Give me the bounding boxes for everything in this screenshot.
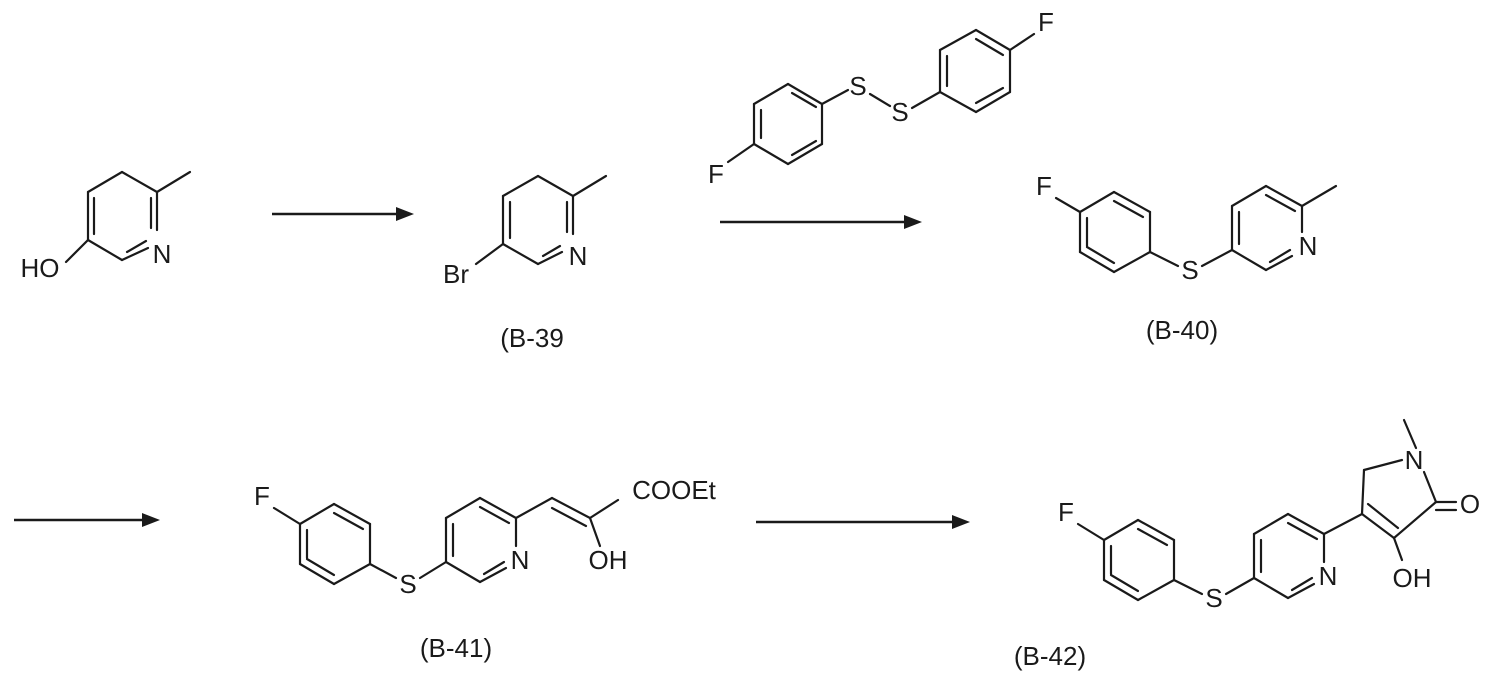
reaction-arrow-4: [756, 515, 970, 529]
atom-F: F: [1036, 171, 1052, 201]
reagent-disulfide: F S S F: [708, 7, 1054, 189]
atom-OH: OH: [1393, 563, 1432, 593]
atom-HO: HO: [21, 253, 60, 283]
label-b41: (B-41): [420, 633, 492, 663]
atom-COOEt: COOEt: [632, 475, 717, 505]
atom-N: N: [1319, 561, 1338, 591]
atom-S: S: [399, 569, 416, 599]
starting-material-hydroxypyridine: N HO: [21, 172, 191, 283]
atom-S: S: [1181, 255, 1198, 285]
atom-S: S: [891, 97, 908, 127]
reaction-arrow-3: [14, 513, 160, 527]
atom-F: F: [254, 481, 270, 511]
atom-S: S: [849, 71, 866, 101]
compound-b41: F S N COOEt OH: [254, 475, 717, 599]
atom-OH: OH: [589, 545, 628, 575]
atom-F: F: [708, 159, 724, 189]
compound-b42: F S N N: [1058, 420, 1480, 613]
atom-N: N: [1405, 445, 1424, 475]
atom-F: F: [1038, 7, 1054, 37]
atom-N: N: [153, 239, 172, 269]
compound-b39: N Br: [443, 176, 606, 289]
reaction-arrow-1: [272, 207, 414, 221]
label-b40: (B-40): [1146, 315, 1218, 345]
atom-S: S: [1205, 583, 1222, 613]
reaction-arrow-2: [720, 215, 922, 229]
label-b42: (B-42): [1014, 641, 1086, 671]
atom-N: N: [511, 545, 530, 575]
atom-N: N: [1299, 231, 1318, 261]
atom-N: N: [569, 241, 588, 271]
atom-F: F: [1058, 497, 1074, 527]
atom-Br: Br: [443, 259, 469, 289]
label-b39: (B-39: [500, 323, 564, 353]
atom-O: O: [1460, 489, 1480, 519]
compound-b40: F S N: [1036, 171, 1336, 285]
